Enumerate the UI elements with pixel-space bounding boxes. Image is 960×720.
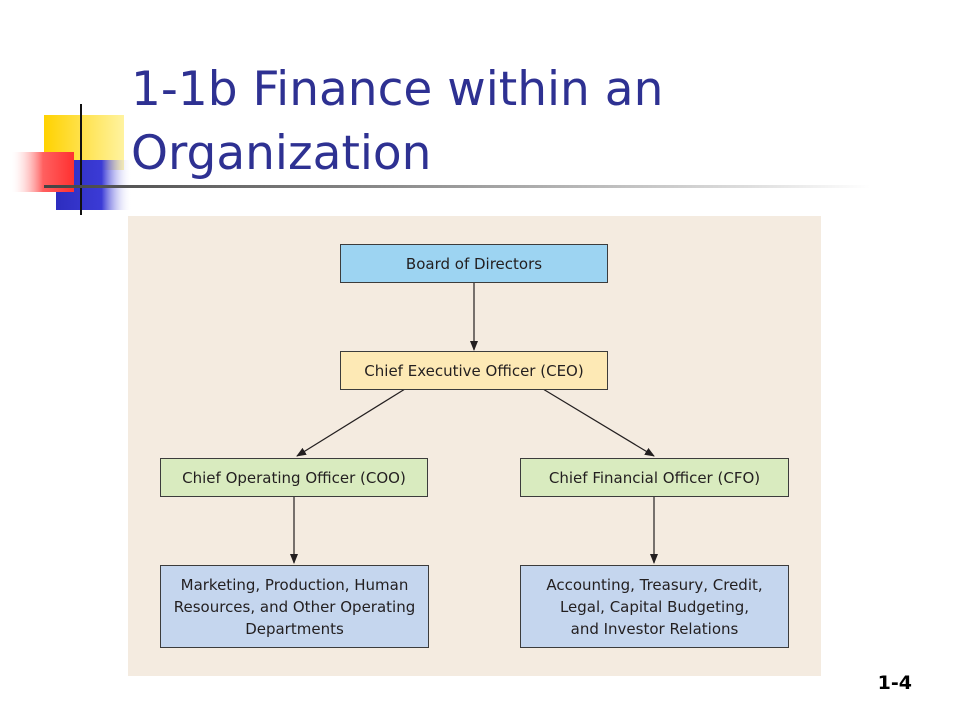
operations-departments-label: Marketing, Production, Human Resources, …	[173, 575, 416, 638]
cfo-label: Chief Financial Officer (CFO)	[548, 468, 761, 487]
ceo-box: Chief Executive Officer (CEO)	[340, 351, 608, 390]
page-number: 1-4	[877, 672, 912, 694]
coo-box: Chief Operating Officer (COO)	[160, 458, 428, 497]
board-of-directors-box: Board of Directors	[340, 244, 608, 283]
ceo-label: Chief Executive Officer (CEO)	[364, 361, 584, 380]
title-underline	[44, 185, 870, 188]
finance-functions-label: Accounting, Treasury, Credit, Legal, Cap…	[546, 575, 763, 638]
slide-title: 1-1b Finance within an Organization	[131, 58, 663, 186]
board-of-directors-label: Board of Directors	[405, 254, 543, 273]
slide-title-line1: 1-1b Finance within an	[131, 62, 664, 117]
cfo-box: Chief Financial Officer (CFO)	[520, 458, 789, 497]
finance-functions-box: Accounting, Treasury, Credit, Legal, Cap…	[520, 565, 789, 648]
slide-decoration	[12, 104, 132, 215]
slide-title-line2: Organization	[131, 126, 432, 181]
operations-departments-box: Marketing, Production, Human Resources, …	[160, 565, 429, 648]
coo-label: Chief Operating Officer (COO)	[182, 468, 406, 487]
